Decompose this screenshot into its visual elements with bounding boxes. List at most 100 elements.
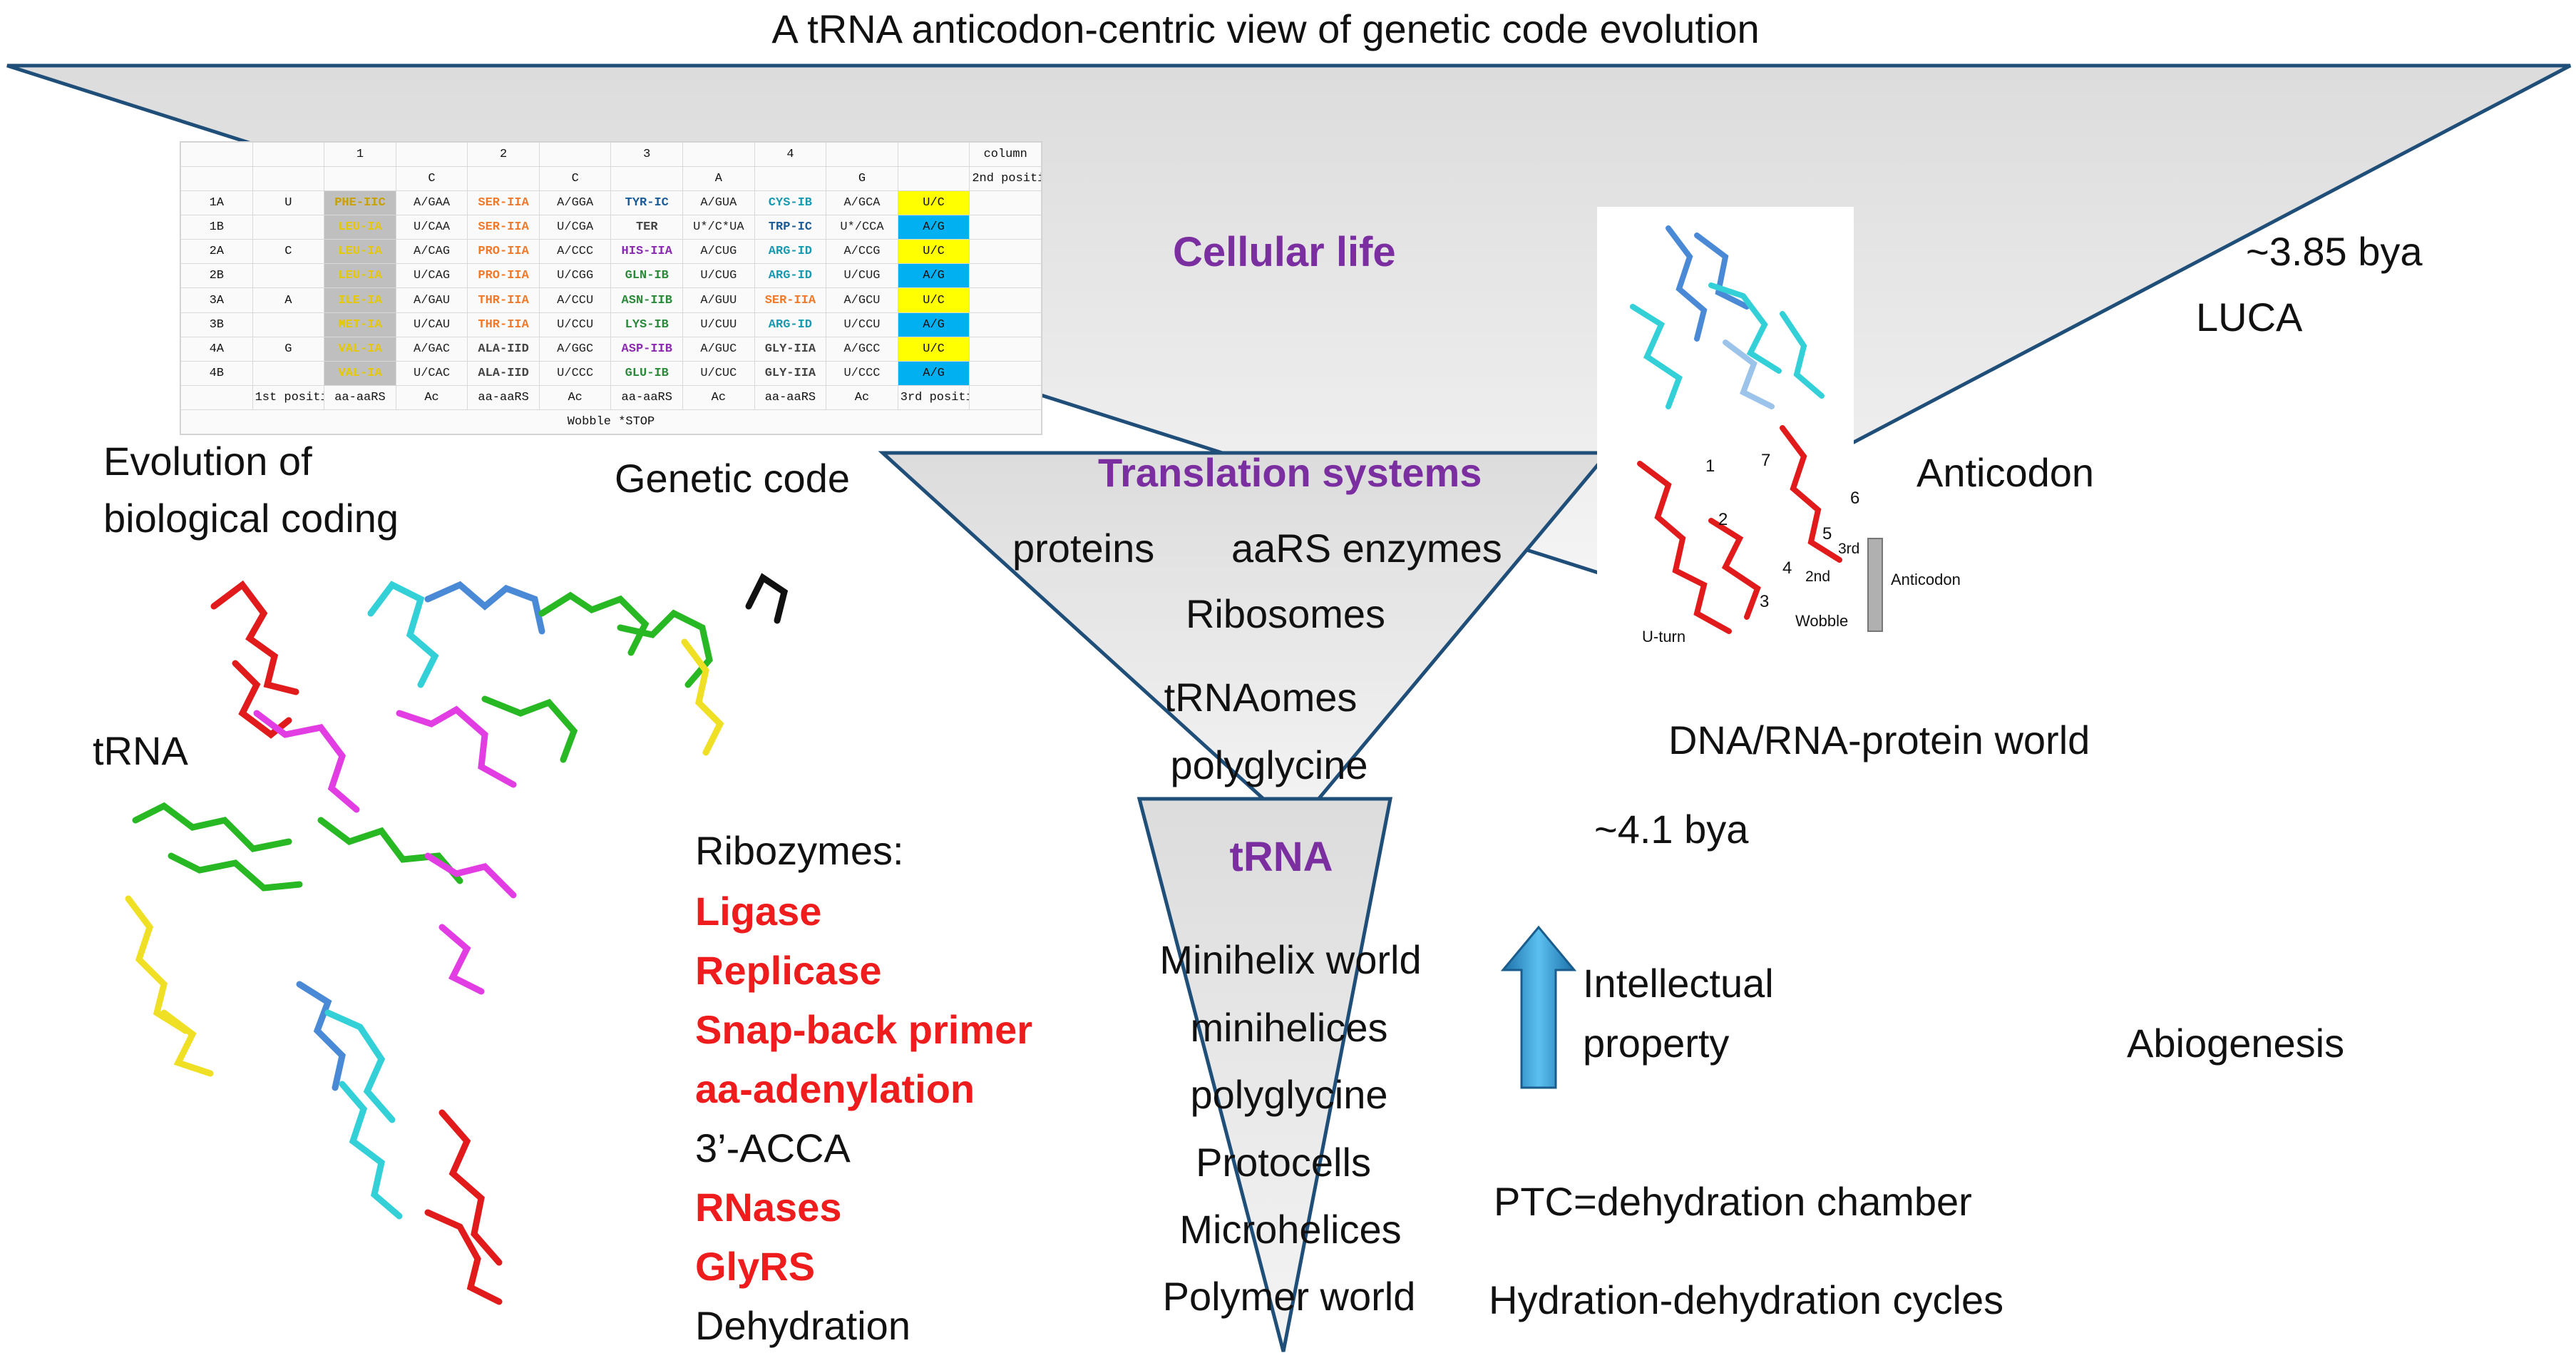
luca-time-label: ~3.85 bya	[2246, 229, 2423, 274]
table-cell	[395, 141, 468, 168]
intellectual-label-line1: Intellectual	[1583, 961, 1774, 1006]
minihelix-world-label: Minihelix world	[1159, 937, 1422, 982]
table-cell: SER-IIA	[467, 215, 540, 240]
table-cell	[180, 141, 253, 168]
protocells-label: Protocells	[1196, 1140, 1371, 1185]
table-cell: C	[252, 239, 325, 265]
table-cell: U/C	[897, 336, 970, 362]
table-cell: A	[252, 287, 325, 313]
abiogenesis-label: Abiogenesis	[2127, 1021, 2345, 1066]
inset-number-6: 6	[1850, 489, 1860, 508]
table-cell: ARG-ID	[754, 263, 827, 289]
translation-systems-label: Translation systems	[1098, 450, 1482, 495]
table-cell: A/CUG	[682, 239, 755, 265]
table-cell: 4A	[180, 336, 253, 362]
table-cell: ALA-IID	[467, 336, 540, 362]
table-cell: CYS-IB	[754, 190, 827, 216]
ribozyme-item: Snap-back primer	[695, 1007, 1033, 1052]
table-cell	[180, 384, 253, 410]
table-cell: VAL-IA	[324, 336, 396, 362]
table-cell: U/CAG	[395, 263, 468, 289]
luca-label: LUCA	[2196, 295, 2303, 340]
table-cell: GLN-IB	[610, 263, 684, 289]
aars-enzymes-label: aaRS enzymes	[1231, 526, 1502, 571]
table-cell: Ac	[395, 384, 468, 410]
minihelices-label: minihelices	[1190, 1005, 1388, 1050]
table-cell: GLY-IIA	[754, 336, 827, 362]
diagram-title: A tRNA anticodon-centric view of genetic…	[771, 6, 1760, 51]
ribozyme-item: Replicase	[695, 948, 882, 993]
table-cell: U/CCC	[826, 360, 898, 386]
table-row: Wobble *STOP	[180, 409, 1042, 435]
trna-center-label: tRNA	[1229, 834, 1333, 880]
ribosomes-label: Ribosomes	[1185, 591, 1386, 636]
table-cell: U/C	[897, 287, 970, 313]
anticodon-inset-image	[1597, 207, 1883, 663]
microhelices-label: Microhelices	[1179, 1207, 1402, 1252]
table-cell: Wobble *STOP	[180, 409, 1042, 435]
evolution-label-line1: Evolution of	[103, 439, 312, 484]
table-cell: 1A	[180, 190, 253, 216]
table-cell: A/G	[897, 360, 970, 386]
table-cell: 3rd position	[897, 384, 970, 410]
table-cell: ALA-IID	[467, 360, 540, 386]
table-cell: MET-IA	[324, 312, 396, 337]
table-cell: U/CUU	[682, 312, 755, 337]
table-cell: ILE-IA	[324, 287, 396, 313]
ribozyme-item: 3’-ACCA	[695, 1125, 851, 1170]
table-cell: U/CUC	[682, 360, 755, 386]
ribozyme-item: aa-adenylation	[695, 1066, 975, 1111]
table-cell	[538, 141, 612, 168]
polymer-world-label: Polymer world	[1162, 1274, 1416, 1319]
table-cell: aa-aaRS	[467, 384, 540, 410]
table-cell: U/CGG	[538, 263, 612, 289]
table-cell: Ac	[826, 384, 898, 410]
table-cell: PRO-IIA	[467, 239, 540, 265]
table-cell	[324, 166, 396, 192]
table-cell: THR-IIA	[467, 312, 540, 337]
table-cell	[252, 263, 325, 289]
table-cell: A/GUU	[682, 287, 755, 313]
table-cell: A/GCU	[826, 287, 898, 313]
table-cell: 2	[467, 141, 540, 168]
inset-anticodon-bar-label: Anticodon	[1891, 571, 1961, 588]
table-cell: U/CCC	[538, 360, 612, 386]
table-cell: 1st position	[252, 384, 325, 410]
table-cell: A/G	[897, 263, 970, 289]
table-cell	[252, 215, 325, 240]
table-cell: 3A	[180, 287, 253, 313]
table-cell: HIS-IIA	[610, 239, 684, 265]
table-cell: A/GUC	[682, 336, 755, 362]
table-cell: U/C	[897, 190, 970, 216]
table-cell: GLY-IIA	[754, 360, 827, 386]
inset-uturn-label: U-turn	[1642, 628, 1686, 645]
table-cell: A/GUA	[682, 190, 755, 216]
table-cell	[826, 141, 898, 168]
table-cell: 3	[610, 141, 684, 168]
table-cell: 4B	[180, 360, 253, 386]
table-cell: A/G	[897, 312, 970, 337]
table-cell	[897, 141, 970, 168]
table-cell	[969, 312, 1042, 337]
table-cell	[969, 336, 1042, 362]
hydration-cycles-label: Hydration-dehydration cycles	[1489, 1277, 2004, 1322]
table-cell: THR-IIA	[467, 287, 540, 313]
table-cell	[252, 312, 325, 337]
dna-rna-protein-world-label: DNA/RNA-protein world	[1668, 718, 2090, 762]
table-cell: U*/CCA	[826, 215, 898, 240]
ribozymes-heading: Ribozymes:	[695, 828, 904, 873]
table-cell: A/CCU	[538, 287, 612, 313]
table-cell	[969, 287, 1042, 313]
table-cell: A/G	[897, 215, 970, 240]
table-cell: G	[252, 336, 325, 362]
inset-wobble-label: Wobble	[1795, 612, 1849, 630]
table-cell: aa-aaRS	[610, 384, 684, 410]
trna-time-label: ~4.1 bya	[1594, 807, 1749, 852]
table-cell	[969, 263, 1042, 289]
ribozyme-item: RNases	[695, 1185, 842, 1230]
